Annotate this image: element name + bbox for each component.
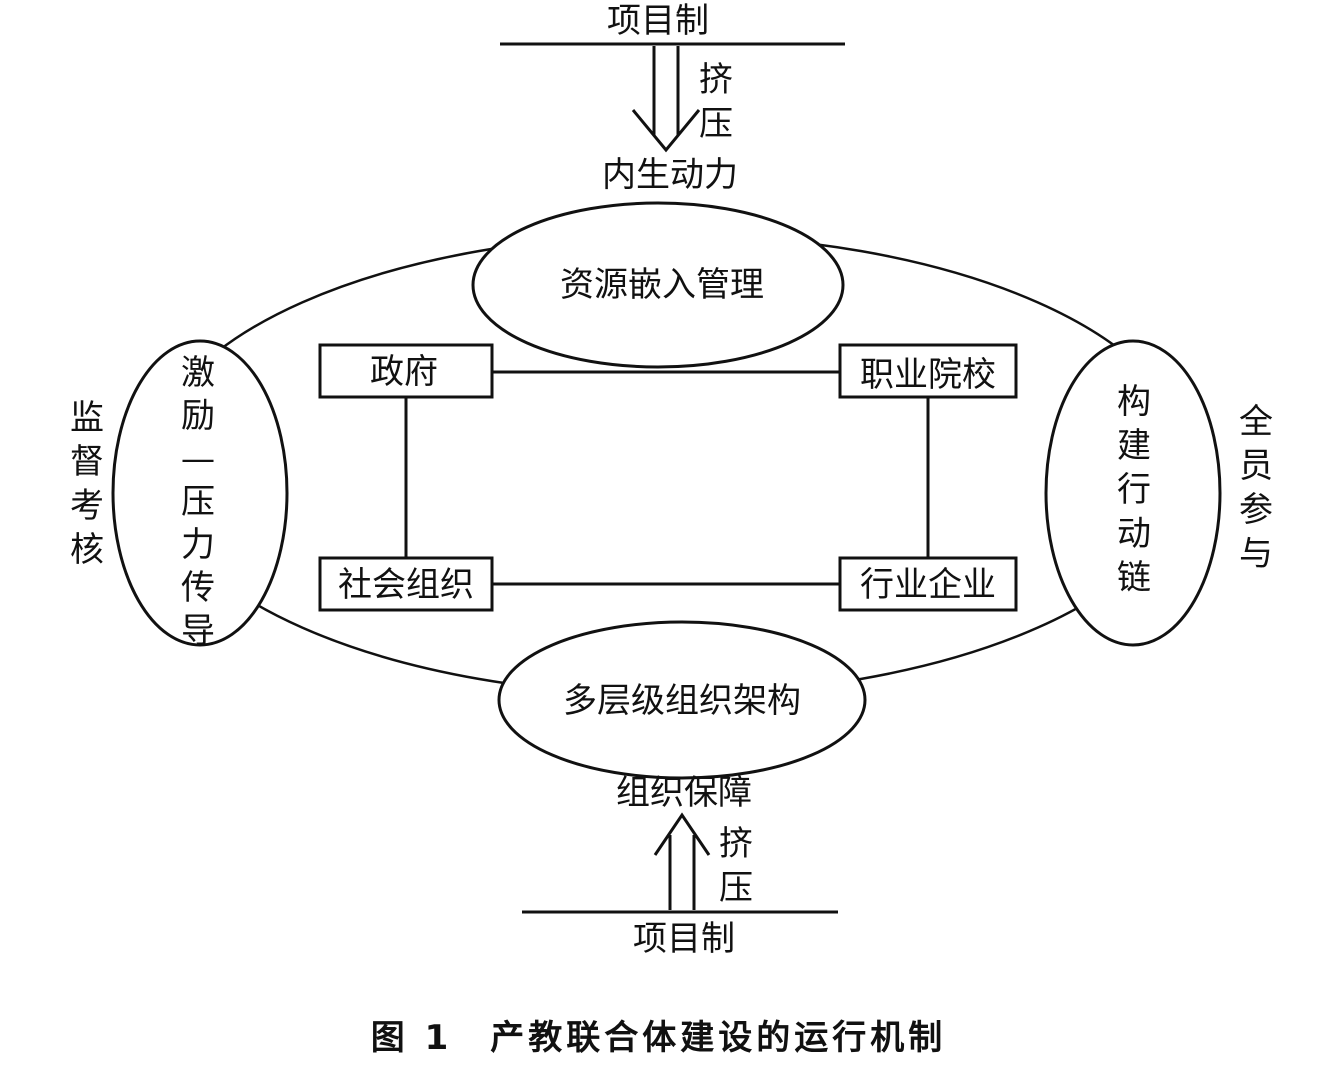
ellipse-left-label: 激励—压力传导 xyxy=(181,353,215,651)
top-driver-label: 内生动力 xyxy=(602,155,738,195)
box-school-frame xyxy=(838,343,1018,399)
bottom-squeeze-label: 挤压 xyxy=(719,824,753,908)
right-side-label: 全员参与 xyxy=(1239,402,1273,574)
ellipse-top-label: 资源嵌入管理 xyxy=(560,265,764,305)
box-gov-frame xyxy=(318,343,494,399)
ellipse-bottom-label: 多层级组织架构 xyxy=(563,681,801,721)
box-industry-frame xyxy=(838,556,1018,612)
box-gov-label: 政府 xyxy=(370,352,438,392)
ellipse-bottom xyxy=(497,620,867,780)
bottom-support-label: 组织保障 xyxy=(616,773,752,813)
box-connectors xyxy=(404,370,930,586)
bottom-project-label: 项目制 xyxy=(633,919,735,959)
down-arrow xyxy=(631,46,701,153)
top-squeeze-label: 挤压 xyxy=(699,60,733,144)
ellipse-right-label: 构建行动链 xyxy=(1117,382,1151,598)
box-school-label: 职业院校 xyxy=(860,355,996,395)
ellipse-left xyxy=(111,339,289,647)
figure-caption: 图 1 产教联合体建设的运行机制 xyxy=(370,1018,947,1058)
ellipse-top xyxy=(471,201,845,369)
ellipse-right xyxy=(1044,339,1222,647)
top-project-label: 项目制 xyxy=(607,1,709,41)
box-industry-label: 行业企业 xyxy=(860,565,996,605)
left-side-label: 监督考核 xyxy=(70,398,104,570)
box-society-label: 社会组织 xyxy=(338,565,474,605)
up-arrow xyxy=(653,812,711,910)
box-society-frame xyxy=(318,556,494,612)
